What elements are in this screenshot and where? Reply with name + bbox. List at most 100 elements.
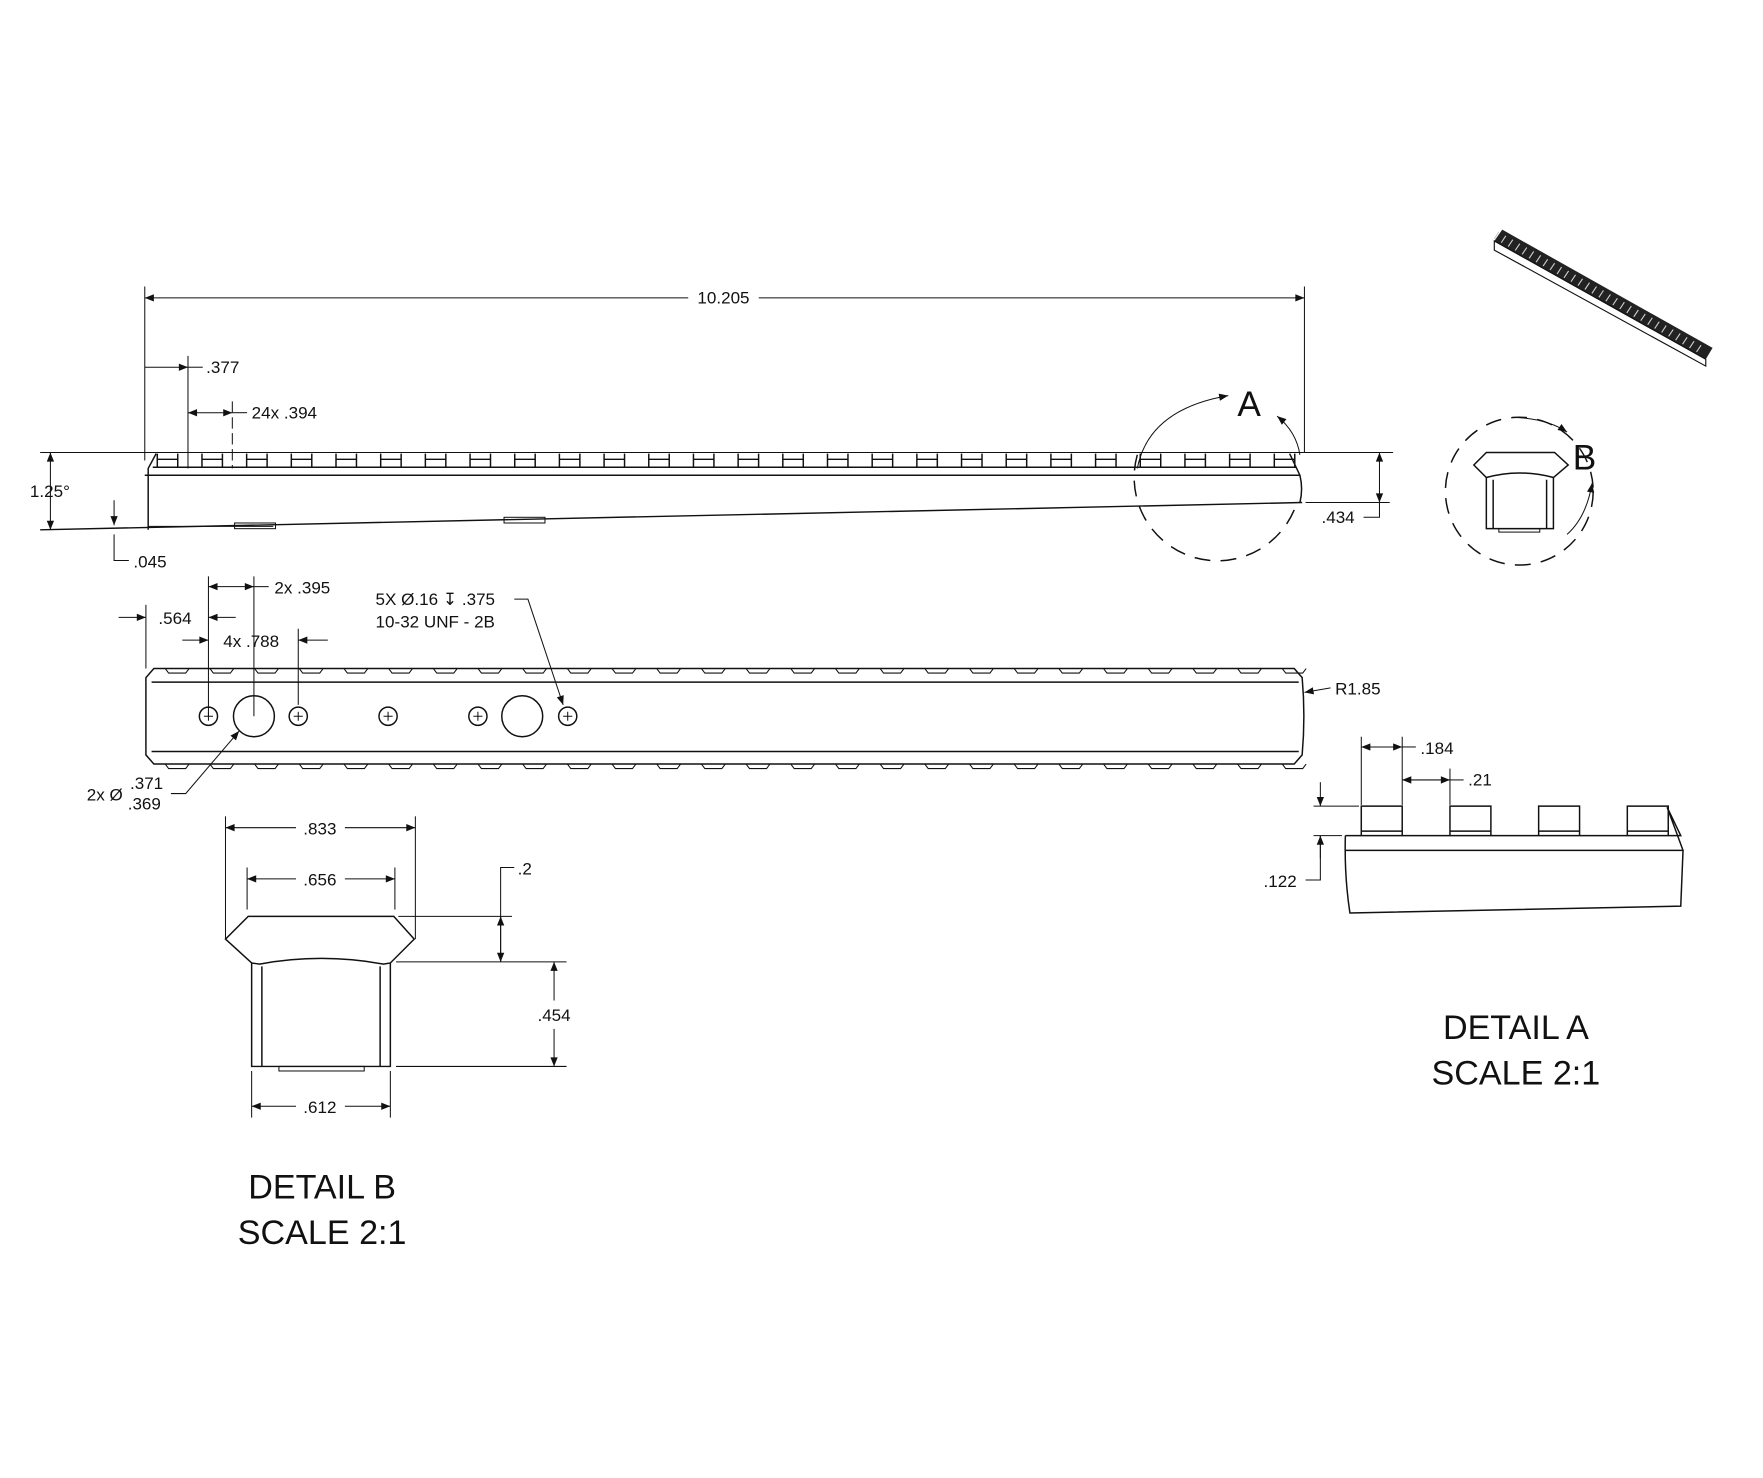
rail-tooth [1005,453,1028,468]
side-view: 10.205 .377 24x .394 1.25° .045 .434 A [30,286,1394,571]
thread-note-line2: 10-32 UNF - 2B [376,613,495,632]
angle-dim: 1.25° [30,482,70,501]
iso-tooth [1535,255,1542,263]
top-serration [153,667,1307,674]
rail-tooth [960,453,983,468]
iso-tooth [1675,333,1681,341]
rail-tooth [513,453,536,468]
radius-dim: R1.85 [1335,680,1381,699]
iso-tooth [1584,282,1590,290]
tooth-width-dim: .184 [1420,739,1453,758]
top-width-dim: .833 [303,820,336,839]
detail-tooth [1449,805,1492,836]
iso-tooth [1668,329,1674,337]
thread-note-line1: 5X Ø.16 ↧ .375 [376,590,495,609]
hole-pitch-dim: 4x .788 [223,632,279,651]
rail-tooth [1273,453,1296,468]
iso-tooth [1514,243,1521,251]
counterbore-lower: .369 [128,794,161,813]
threaded-hole [557,706,578,727]
iso-tooth [1640,313,1646,322]
rail-tooth [424,453,447,468]
detail-tooth [1626,805,1669,836]
top-view: 2x .395 .564 4x .788 5X Ø.16 ↧ .375 10-3… [87,576,1381,813]
rail-teeth [156,453,1296,468]
rail-tooth [469,453,492,468]
detail-b-callout: B [1573,439,1597,478]
iso-tooth [1626,305,1632,314]
rail-tooth [1050,453,1073,468]
bottom-serration [153,763,1307,770]
rail-tooth [379,453,402,468]
detail-tooth [1360,805,1403,836]
detail-a: .184 .21 .122 DETAIL A SCALE 2:1 [1264,736,1684,1093]
slot-offset-dim: .377 [206,358,239,377]
front-drop-dim: .045 [133,552,166,571]
counterbore-hole [501,695,544,738]
rail-tooth [1094,453,1117,468]
iso-tooth [1549,262,1556,271]
detail-tooth [1537,805,1581,836]
iso-tooth [1633,309,1639,318]
rail-tooth [201,453,224,468]
rail-tooth [156,453,179,468]
threaded-hole [468,706,488,727]
detail-b: .833 .656 .2 .454 .612 DETAIL B SCALE 2:… [224,816,571,1252]
overall-length-dim: 10.205 [697,289,749,308]
threaded-hole [288,706,309,727]
body-height-dim: .454 [537,1006,570,1025]
end-view: B [1444,416,1597,566]
iso-tooth [1563,270,1570,279]
rail-tooth [826,453,849,468]
iso-tooth [1542,258,1549,267]
iso-tooth [1696,344,1702,353]
rail-tooth [603,453,626,468]
iso-tooth [1570,274,1577,283]
iso-tooth [1528,251,1535,259]
base-width-dim: .612 [303,1098,336,1117]
hole-offset-dim: .564 [158,609,191,628]
detail-b-scale: SCALE 2:1 [238,1214,407,1252]
iso-tooth [1591,286,1597,294]
iso-tooth [1661,325,1667,333]
detail-b-title: DETAIL B [248,1168,396,1206]
rail-tooth [737,453,760,468]
iso-tooth [1612,297,1618,306]
iso-tooth [1605,294,1611,302]
hole-spacing-dim: 2x .395 [274,578,330,597]
gap-width-dim: .21 [1468,771,1492,790]
rail-tooth [245,453,268,468]
detail-a-circle [1133,454,1299,562]
iso-tooth [1689,340,1695,349]
iso-tooth [1507,239,1514,247]
rear-height-dim: .434 [1321,508,1354,527]
rail-tooth [692,453,715,468]
threaded-hole [378,706,398,727]
rail-tooth [335,453,358,468]
rail-tooth [916,453,939,468]
detail-a-scale: SCALE 2:1 [1432,1055,1601,1093]
iso-tooth [1647,317,1653,325]
rail-tooth [1184,453,1207,468]
iso-tooth [1493,231,1500,240]
rail-tooth [648,453,670,468]
rail-tooth [290,453,313,468]
iso-tooth [1521,247,1528,255]
rail-tooth [558,453,581,468]
iso-tooth [1598,290,1604,298]
detail-a-callout: A [1237,385,1261,424]
slot-pitch-dim: 24x .394 [252,403,317,422]
counterbore-prefix: 2x Ø [87,785,123,804]
rail-tooth [1139,453,1162,468]
rail-tooth [871,453,894,468]
rail-tooth [782,453,805,468]
iso-tooth [1556,266,1563,275]
counterbore-upper: .371 [130,774,163,793]
iso-tooth [1619,301,1625,310]
flat-width-dim: .656 [303,871,336,890]
iso-tooth [1654,321,1660,329]
iso-tooth [1500,235,1507,243]
rail-tooth [1228,453,1251,468]
head-height-dim: .2 [518,859,532,878]
